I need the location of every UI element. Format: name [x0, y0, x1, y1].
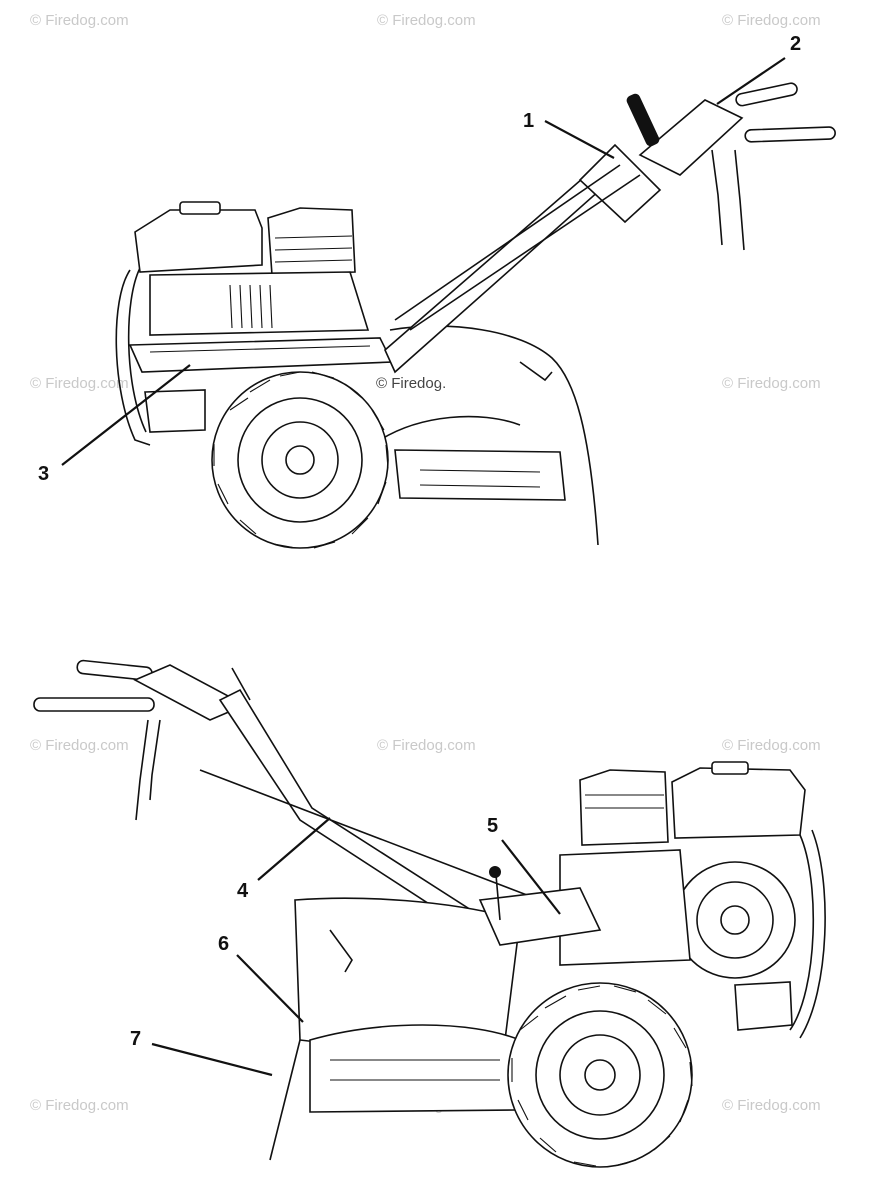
watermark-text: © Firedog.com: [30, 375, 129, 392]
callout-2: 2: [716, 33, 801, 105]
callout-number-1: 1: [523, 110, 534, 132]
leader-line: [544, 120, 615, 159]
watermark-text: © Firedog.com: [377, 12, 476, 29]
callout-7: 7: [130, 1028, 273, 1077]
callout-6: 6: [218, 933, 304, 1023]
watermark-text: © Firedog.com: [722, 737, 821, 754]
leader-line: [236, 954, 304, 1023]
tiller-bottom-view: [33, 659, 826, 1168]
callout-number-5: 5: [487, 815, 498, 837]
callout-number-6: 6: [218, 933, 229, 955]
callout-number-3: 3: [38, 463, 49, 485]
callout-1: 1: [523, 110, 615, 159]
callout-number-7: 7: [130, 1028, 141, 1050]
watermark-text: © Firedog.com: [722, 375, 821, 392]
callout-5: 5: [487, 815, 561, 915]
bottom-wheel: [507, 982, 693, 1168]
top-wheel: [211, 371, 389, 549]
watermark-text: © Firedog.com: [722, 12, 821, 29]
watermark-text: © Firedog.com: [30, 12, 129, 29]
leader-line: [61, 364, 191, 466]
callouts: 1 2 3 4 5 6 7: [38, 33, 801, 1077]
callout-number-4: 4: [237, 880, 249, 902]
watermark-text: © Firedog.com: [722, 1097, 821, 1114]
leader-line: [151, 1042, 273, 1077]
leader-line: [501, 839, 561, 915]
leader-line: [716, 57, 786, 105]
callout-number-2: 2: [790, 33, 801, 55]
tiller-top-view: [115, 82, 836, 549]
watermark-text: © Firedog.com: [377, 737, 476, 754]
callout-3: 3: [38, 364, 191, 485]
callout-4: 4: [237, 817, 331, 902]
leader-line: [257, 817, 331, 881]
watermark-text: © Firedog.com: [30, 737, 129, 754]
watermark-text: © Firedog.com: [30, 1097, 129, 1114]
